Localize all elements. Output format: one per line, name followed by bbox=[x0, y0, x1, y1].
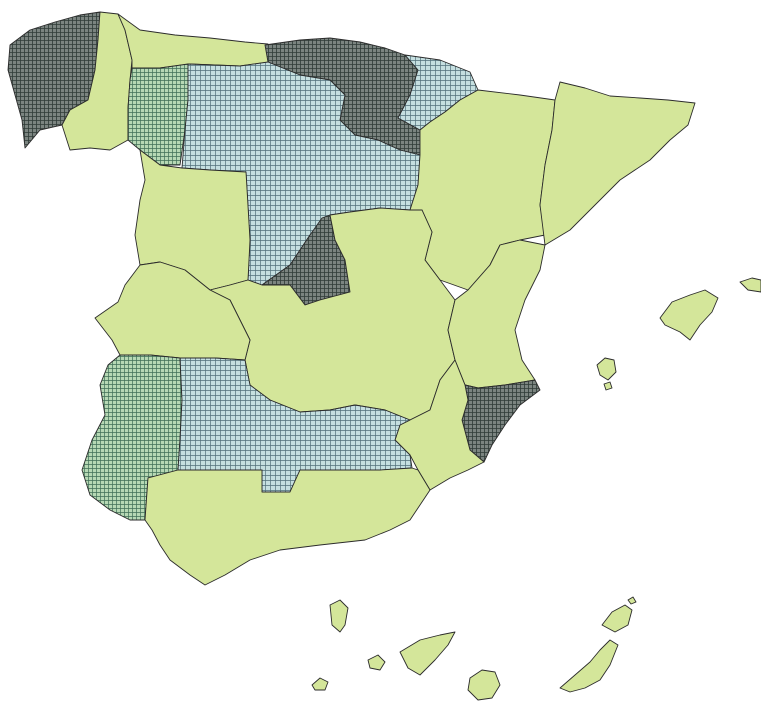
island-ibiza[interactable] bbox=[596, 357, 617, 381]
island-la-palma[interactable] bbox=[329, 599, 349, 633]
island-lanzarote[interactable] bbox=[601, 604, 633, 633]
island-el-hierro[interactable] bbox=[311, 677, 329, 691]
island-gran-canaria[interactable] bbox=[467, 669, 501, 701]
island-tenerife[interactable] bbox=[399, 631, 456, 676]
island-mallorca[interactable] bbox=[659, 289, 719, 341]
island-menorca[interactable] bbox=[739, 277, 761, 293]
island-fuerteventura[interactable] bbox=[559, 639, 619, 693]
islet-small-1 bbox=[627, 596, 637, 605]
region-castilla-leon-west[interactable] bbox=[127, 63, 189, 166]
region-catalonia[interactable] bbox=[539, 81, 696, 246]
island-la-gomera[interactable] bbox=[367, 654, 386, 671]
region-andalusia-south[interactable] bbox=[144, 467, 431, 586]
island-formentera[interactable] bbox=[603, 381, 613, 391]
